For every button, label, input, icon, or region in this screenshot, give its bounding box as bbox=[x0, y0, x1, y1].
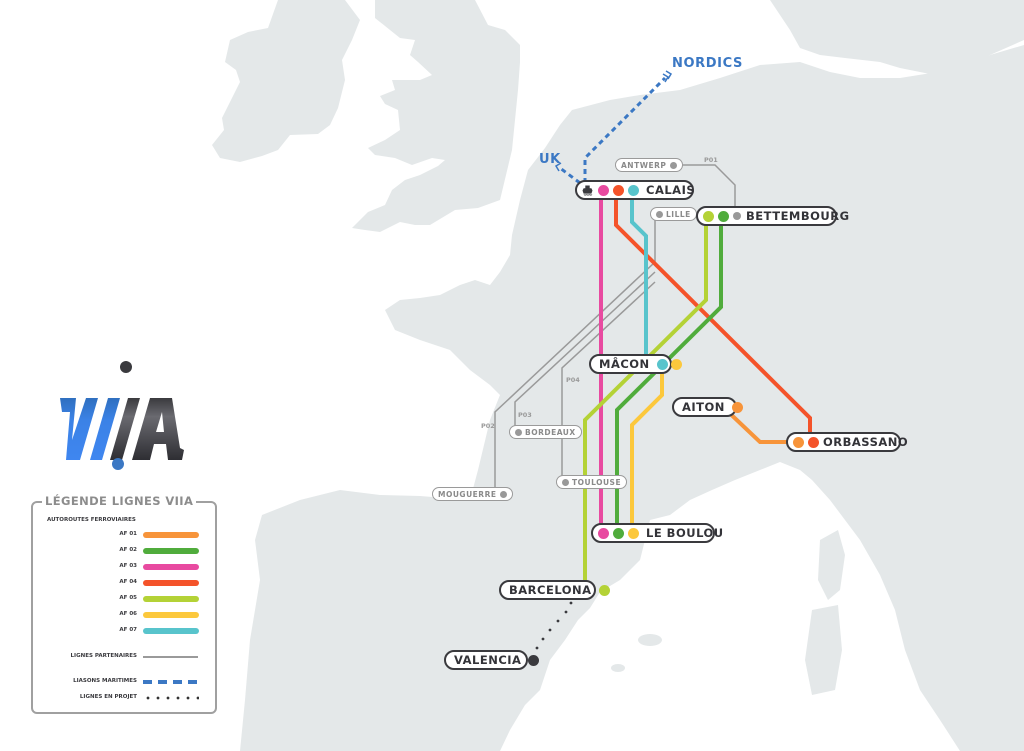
station-name: LILLE bbox=[666, 209, 691, 219]
af03-swatch bbox=[143, 564, 199, 570]
map-legend: LÉGENDE LIGNES VIIA AUTOROUTES FERROVIAI… bbox=[31, 494, 219, 714]
maritime-arrow-heads bbox=[554, 70, 673, 172]
station-name: MOUGUERRE bbox=[438, 489, 497, 499]
maritime-line-swatch bbox=[143, 680, 199, 684]
af04-dot bbox=[808, 436, 819, 448]
station-name: LE BOULOU bbox=[646, 526, 724, 540]
legend-section-title: AUTOROUTES FERROVIAIRES bbox=[47, 517, 136, 523]
af02-dot bbox=[718, 210, 729, 222]
partner-line-label: P03 bbox=[518, 411, 532, 419]
af01-dot bbox=[731, 401, 743, 413]
partner-dot-icon bbox=[500, 490, 508, 498]
partner-dot-icon bbox=[562, 478, 569, 486]
partner-station-toulouse[interactable]: TOULOUSE bbox=[556, 475, 628, 489]
af04-dot bbox=[613, 184, 624, 196]
af07-dot bbox=[656, 358, 668, 370]
station-name: MÂCON bbox=[599, 357, 650, 371]
partner-dot-icon bbox=[733, 212, 741, 220]
station-name: TOULOUSE bbox=[572, 477, 622, 487]
legend-item-af07: AF 07 bbox=[33, 626, 219, 636]
partner-dot-icon bbox=[670, 161, 678, 169]
station-aiton[interactable]: AITON bbox=[672, 397, 743, 417]
partner-dot-icon bbox=[656, 210, 663, 218]
station-calais[interactable]: CALAIS bbox=[575, 180, 696, 200]
af04-swatch bbox=[143, 580, 199, 586]
legend-item-af03: AF 03 bbox=[33, 562, 219, 572]
station-le-boulou[interactable]: LE BOULOU bbox=[591, 523, 723, 543]
af03-dot bbox=[598, 527, 609, 539]
station-orbassano[interactable]: ORBASSANO bbox=[786, 432, 908, 452]
partner-dot-icon bbox=[515, 428, 522, 436]
station-name: BETTEMBOURG bbox=[746, 209, 850, 223]
af05-dot bbox=[598, 584, 610, 596]
legend-title: LÉGENDE LIGNES VIIA bbox=[42, 494, 197, 508]
af03-dot bbox=[598, 184, 609, 196]
station-name: AITON bbox=[682, 400, 725, 414]
project-line-swatch bbox=[143, 696, 199, 700]
partner-line-label: P02 bbox=[481, 422, 495, 430]
partner-station-mouguerre[interactable]: MOUGUERRE bbox=[432, 487, 514, 501]
partner-line-label: P01 bbox=[704, 156, 718, 164]
af01-swatch bbox=[143, 532, 199, 538]
station-name: ORBASSANO bbox=[823, 435, 909, 449]
legend-item-af01: AF 01 bbox=[33, 530, 219, 540]
af07-dot bbox=[628, 184, 639, 196]
station-name: VALENCIA bbox=[454, 653, 522, 667]
legend-item-maritime: LIASONS MARITIMES bbox=[33, 677, 219, 687]
af06-dot bbox=[670, 358, 682, 370]
af01-dot bbox=[793, 436, 804, 448]
station-valencia[interactable]: VALENCIA bbox=[444, 650, 540, 670]
partner-station-bordeaux[interactable]: BORDEAUX bbox=[509, 425, 582, 439]
legend-item-af04: AF 04 bbox=[33, 578, 219, 588]
partner-line-label: P04 bbox=[566, 376, 580, 384]
ship-icon bbox=[582, 185, 593, 196]
project-line bbox=[535, 601, 573, 650]
partner-station-lille[interactable]: LILLE bbox=[650, 207, 697, 221]
legend-item-af02: AF 02 bbox=[33, 546, 219, 556]
land-masses bbox=[212, 0, 1024, 751]
station-name: ANTWERP bbox=[621, 160, 667, 170]
station-macon[interactable]: MÂCON bbox=[589, 354, 682, 374]
partner-station-antwerp[interactable]: ANTWERP bbox=[615, 158, 684, 172]
maritime-links bbox=[559, 76, 667, 185]
station-name: BARCELONA bbox=[509, 583, 592, 597]
legend-item-project: LIGNES EN PROJET bbox=[33, 693, 219, 703]
partner-lines bbox=[494, 164, 736, 492]
station-barcelona[interactable]: BARCELONA bbox=[499, 580, 610, 600]
legend-item-partner-lines: LIGNES PARTENAIRES bbox=[33, 652, 219, 662]
station-bettembourg[interactable]: BETTEMBOURG bbox=[696, 206, 849, 226]
af02-dot bbox=[613, 527, 624, 539]
af06-swatch bbox=[143, 612, 199, 618]
uk-label: UK bbox=[539, 152, 561, 167]
project-dot bbox=[528, 654, 540, 666]
viia-logo bbox=[60, 361, 184, 470]
legend-item-af06: AF 06 bbox=[33, 610, 219, 620]
legend-item-af05: AF 05 bbox=[33, 594, 219, 604]
partner-line-swatch bbox=[143, 656, 198, 658]
station-name: BORDEAUX bbox=[525, 427, 576, 437]
af05-dot bbox=[703, 210, 714, 222]
station-name: CALAIS bbox=[646, 183, 696, 197]
af02-swatch bbox=[143, 548, 199, 554]
nordics-label: NORDICS bbox=[672, 56, 743, 71]
af05-swatch bbox=[143, 596, 199, 602]
af06-dot bbox=[628, 527, 639, 539]
af07-swatch bbox=[143, 628, 199, 634]
